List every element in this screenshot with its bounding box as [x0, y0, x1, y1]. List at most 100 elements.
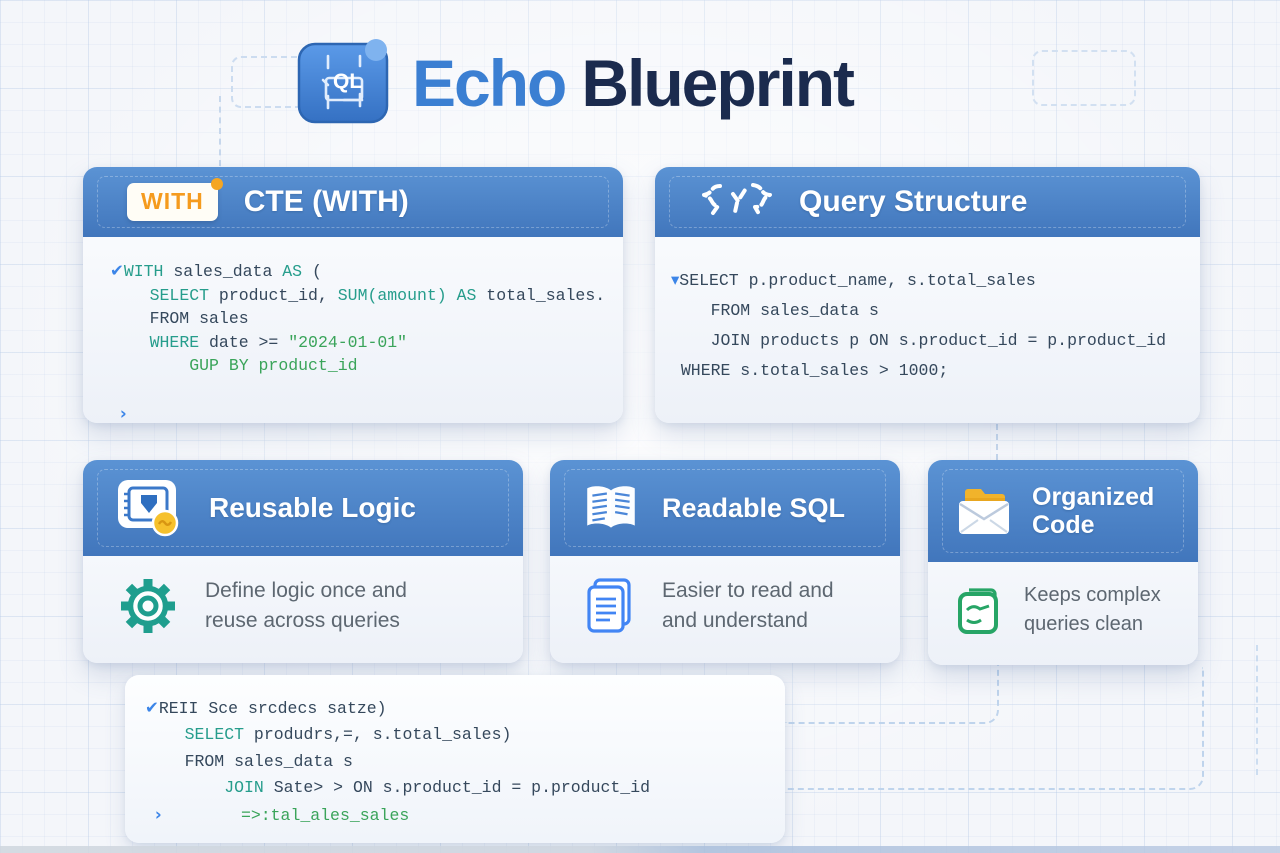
code-token [110, 405, 120, 424]
code-token: JOIN [224, 778, 264, 798]
code-token [110, 333, 150, 352]
code-token: AS [282, 262, 303, 281]
code-token: total_sales. [476, 285, 606, 305]
with-badge-label: WITH [141, 188, 204, 214]
folder-envelope-icon [959, 489, 1009, 534]
card-reusable-text: Define logic once and reuse across queri… [205, 578, 407, 632]
code-line: WHERE s.total_sales > 1000; [671, 356, 1200, 386]
code-token: SUM(amount) [337, 285, 447, 305]
code-line: ✔WITH sales_data AS ( [110, 259, 623, 284]
code-token: produdrs,=, s.total_sales) [244, 725, 512, 745]
card-reusable-body: Define logic once and reuse across queri… [83, 556, 523, 663]
code-token [162, 806, 241, 825]
code-token: SELECT [184, 725, 245, 745]
sql-logo-icon: QL [296, 38, 392, 126]
code-token [145, 778, 224, 797]
dashed-connector [785, 667, 1204, 790]
document-green-icon [958, 587, 998, 634]
code-token: ( [302, 262, 322, 281]
code-token [110, 286, 150, 305]
code-line: WHERE date >= "2024-01-01" [110, 331, 623, 355]
document-lines-icon [587, 577, 631, 633]
logo-text: QL [333, 70, 362, 93]
card-reusable-header: Reusable Logic [83, 460, 523, 556]
card-cte-header: WITH CTE (WITH) [83, 167, 623, 237]
card-query-structure: Query Structure ▾SELECT p.product_name, … [655, 167, 1200, 423]
dashed-decor-right [1032, 50, 1136, 106]
code-token: FROM sales [110, 309, 249, 329]
gear-icon [121, 578, 175, 633]
code-token: JOIN products p ON s.product_id = p.prod… [671, 331, 1167, 350]
bottom-code-block: ✔REII Sce srcdecs satze) SELECT produdrs… [125, 675, 785, 829]
card-query-header: Query Structure [655, 167, 1200, 237]
code-line: SELECT produdrs,=, s.total_sales) [145, 722, 785, 748]
code-line: ✔REII Sce srcdecs satze) [145, 695, 785, 722]
dashed-connector [785, 662, 999, 724]
code-line: FROM sales [110, 307, 623, 331]
card-organized-header: Organized Code [928, 460, 1198, 562]
card-cte-title: CTE (WITH) [243, 185, 409, 218]
code-token: =>:tal_ales_sales [240, 805, 410, 825]
code-line: › =>:tal_ales_sales [145, 802, 785, 829]
code-marker-icon: › [119, 403, 127, 423]
dashed-connector [1256, 645, 1258, 775]
code-line: ▾SELECT p.product_name, s.total_sales [671, 265, 1200, 296]
code-token [145, 725, 185, 744]
code-token: WHERE s.total_sales > 1000; [671, 361, 949, 380]
clipboard-coin-icon [118, 480, 179, 537]
with-badge: WITH [127, 178, 223, 221]
card-readable-sql: Readable SQL Easier to read and and unde… [550, 460, 900, 663]
code-token: FROM sales_data s [671, 301, 879, 320]
code-line: JOIN products p ON s.product_id = p.prod… [671, 326, 1200, 356]
code-token: sales_data [163, 262, 283, 281]
card-organized-code: Organized Code Keeps complex queries cle… [928, 460, 1198, 665]
code-token: date >= [199, 332, 289, 352]
code-line: JOIN Sate> > ON s.product_id = p.product… [145, 775, 785, 801]
braces-flow-icon [702, 183, 772, 216]
code-line: › [110, 402, 623, 427]
card-readable-body: Easier to read and and understand [550, 556, 900, 663]
title-blueprint: Blueprint [581, 46, 855, 120]
code-token: "2024-01-01" [288, 332, 408, 352]
card-query-title: Query Structure [799, 185, 1028, 218]
code-token: WITH [123, 262, 164, 281]
code-token: WHERE [149, 332, 200, 352]
code-token: product_id, [209, 285, 338, 305]
dashed-connector [219, 96, 221, 166]
code-token: SELECT [149, 285, 210, 305]
code-token: REII Sce srcdecs satze) [158, 699, 387, 718]
code-line: FROM sales_data s [671, 296, 1200, 326]
code-token: FROM sales_data s [145, 751, 353, 771]
badge-dot-icon [210, 178, 223, 190]
card-readable-header: Readable SQL [550, 460, 900, 556]
code-token [145, 806, 155, 825]
bottom-code-panel: ✔REII Sce srcdecs satze) SELECT produdrs… [125, 675, 785, 843]
code-line: FROM sales_data s [145, 749, 785, 775]
card-readable-title: Readable SQL [662, 492, 846, 523]
dashed-connector [996, 424, 998, 460]
code-token: AS [456, 285, 477, 305]
footer-strip [0, 846, 1280, 853]
card-readable-text: Easier to read and and understand [662, 578, 834, 632]
query-code-block: ▾SELECT p.product_name, s.total_sales FR… [655, 237, 1200, 423]
code-marker-icon: ✔ [145, 698, 159, 717]
cte-code-block: ✔WITH sales_data AS ( SELECT product_id,… [83, 237, 623, 423]
code-token [447, 286, 457, 305]
open-book-icon [587, 486, 635, 528]
card-organized-text: Keeps complex queries clean [1024, 584, 1161, 635]
code-line: GUP BY product_id [110, 354, 623, 378]
card-cte-with: WITH CTE (WITH) ✔WITH sales_data AS ( SE… [83, 167, 623, 423]
title-echo: Echo [412, 46, 567, 120]
card-reusable-title: Reusable Logic [209, 492, 416, 523]
code-token: Sate> > ON s.product_id = p.product_id [263, 778, 650, 798]
code-token [110, 380, 120, 399]
card-organized-body: Keeps complex queries clean [928, 562, 1198, 665]
card-reusable-logic: Reusable Logic Define logic once and reu… [83, 460, 523, 663]
code-line: SELECT product_id, SUM(amount) AS total_… [110, 284, 623, 308]
code-line [110, 378, 623, 402]
code-marker-icon: ▾ [671, 270, 680, 289]
code-marker-icon: ✔ [110, 261, 124, 280]
code-token: GUP BY product_id [110, 356, 358, 376]
